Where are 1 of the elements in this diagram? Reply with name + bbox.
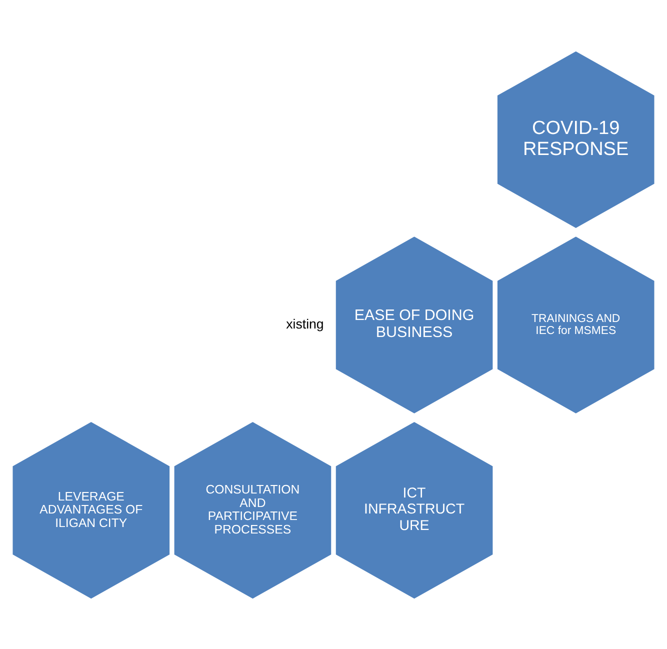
- label: xisting: [286, 316, 324, 332]
